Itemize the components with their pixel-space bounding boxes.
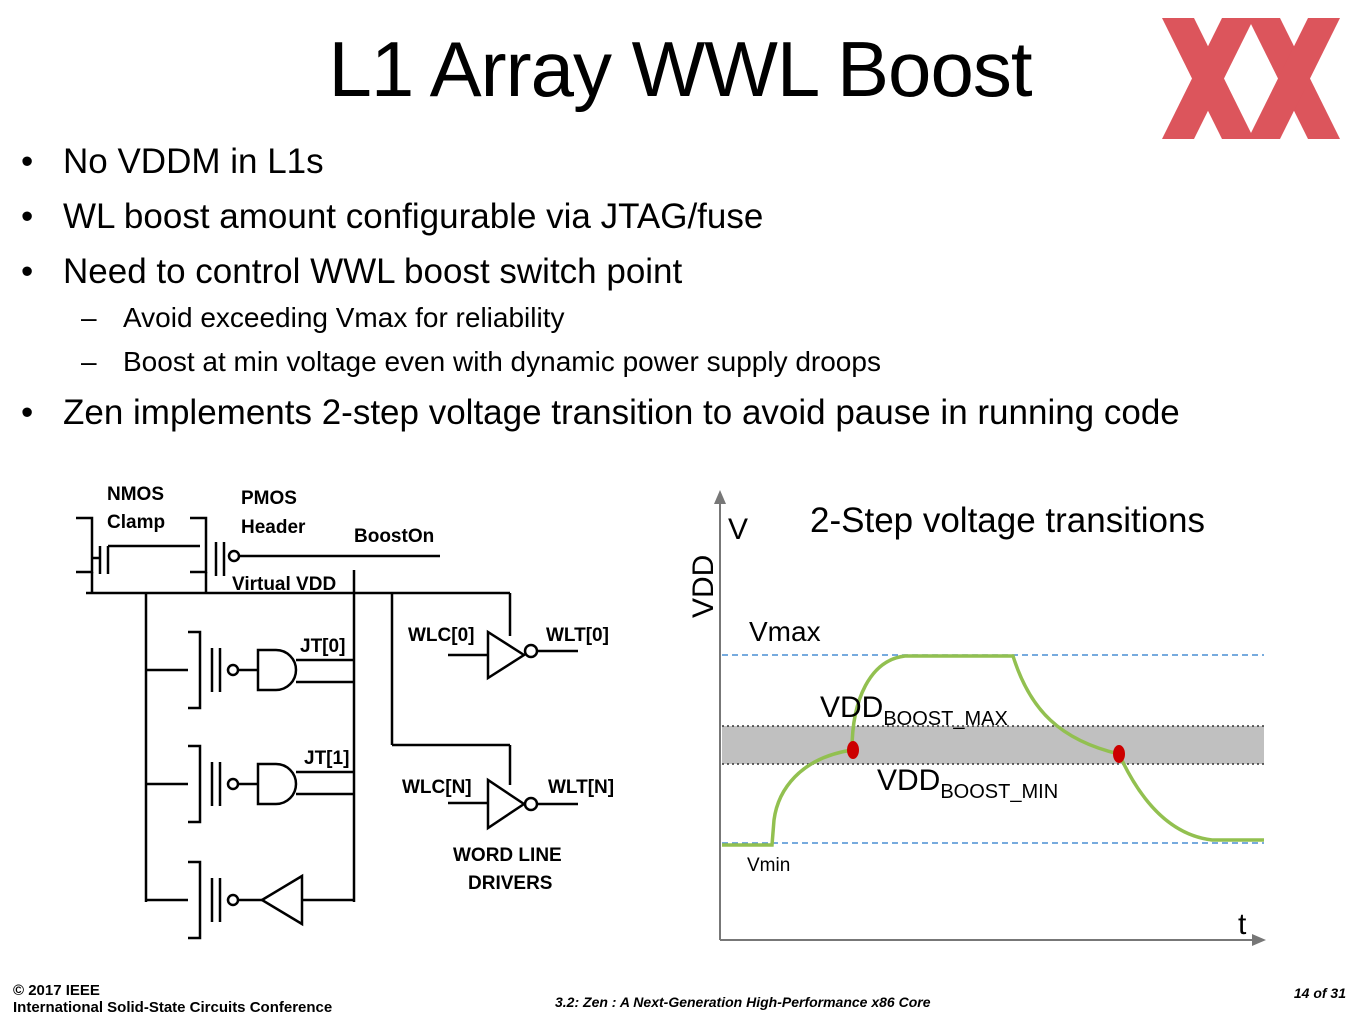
bullet-item: • WL boost amount configurable via JTAG/… (21, 197, 764, 237)
bullet-marker: • (21, 393, 34, 432)
bullet-text: WL boost amount configurable via JTAG/fu… (63, 197, 764, 236)
wlcn-label: WLC[N] (402, 777, 472, 798)
bullet-text: Zen implements 2-step voltage transition… (63, 393, 1180, 432)
bullet-text: Need to control WWL boost switch point (63, 252, 683, 291)
bullet-marker: • (21, 142, 34, 181)
v-axis-label: V (728, 513, 748, 546)
vmin-label: Vmin (747, 855, 790, 876)
jt1-label: JT[1] (304, 748, 349, 769)
t-axis-label: t (1238, 908, 1247, 941)
boost-min-label: VDDBOOST_MIN (877, 764, 1058, 803)
sub-bullet-text: Boost at min voltage even with dynamic p… (123, 346, 881, 377)
pmos-header-transistor (190, 516, 440, 593)
sub-bullet-item: – Boost at min voltage even with dynamic… (81, 346, 881, 378)
session-text: 3.2: Zen : A Next-Generation High-Perfor… (555, 994, 931, 1010)
boost-max-label: VDDBOOST_MAX (820, 691, 1008, 730)
bullet-item: • Zen implements 2-step voltage transiti… (21, 393, 1180, 433)
footer-left: © 2017 IEEE International Solid-State Ci… (13, 982, 332, 1016)
switch-point-marker (847, 741, 859, 759)
bullet-item: • Need to control WWL boost switch point (21, 252, 683, 292)
jt0-transistor (146, 630, 354, 710)
wlc0-label: WLC[0] (408, 625, 474, 646)
wlt0-label: WLT[0] (546, 625, 609, 646)
bullet-text: No VDDM in L1s (63, 142, 324, 181)
voltage-graph: 2-Step voltage transitions V VDD t Vmax … (687, 490, 1266, 946)
sub-bullet-marker: – (81, 346, 97, 377)
page-number: 14 of 31 (1293, 985, 1346, 1001)
sub-bullet-marker: – (81, 302, 97, 333)
voltage-curve (722, 654, 1264, 847)
nmos-clamp-transistor (76, 516, 200, 593)
bullet-marker: • (21, 197, 34, 236)
bullet-marker: • (21, 252, 34, 291)
drivers-label: DRIVERS (468, 873, 552, 894)
word-line-driver-0 (448, 593, 578, 681)
wltn-label: WLT[N] (548, 777, 614, 798)
word-line-driver-n (392, 743, 578, 831)
conference-text: International Solid-State Circuits Confe… (13, 999, 333, 1016)
vmax-label: Vmax (749, 616, 821, 647)
copyright-text: © 2017 IEEE (13, 982, 100, 999)
buffer-transistor (146, 860, 354, 940)
clamp-label: Clamp (107, 512, 165, 533)
vdd-axis-label: VDD (687, 555, 720, 618)
header-label: Header (241, 517, 306, 538)
diagram-area: NMOS Clamp PMOS Header BoostOn Virtual V… (76, 484, 1266, 946)
jt0-label: JT[0] (300, 636, 345, 657)
sub-bullet-item: – Avoid exceeding Vmax for reliability (81, 302, 565, 334)
switch-point-marker (1113, 745, 1125, 763)
slide-title: L1 Array WWL Boost (328, 25, 1032, 113)
circuit-schematic (76, 516, 578, 940)
logo-icon (1162, 18, 1340, 139)
nmos-label: NMOS (107, 484, 164, 505)
bullet-item: • No VDDM in L1s (21, 142, 324, 182)
virtual-vdd-label: Virtual VDD (232, 574, 336, 595)
word-line-label: WORD LINE (453, 845, 562, 866)
jt1-transistor (146, 744, 354, 824)
sub-bullet-text: Avoid exceeding Vmax for reliability (123, 302, 565, 333)
pmos-label: PMOS (241, 488, 297, 509)
boost-on-label: BoostOn (354, 526, 434, 547)
graph-title: 2-Step voltage transitions (810, 501, 1205, 540)
boost-band (722, 726, 1264, 764)
